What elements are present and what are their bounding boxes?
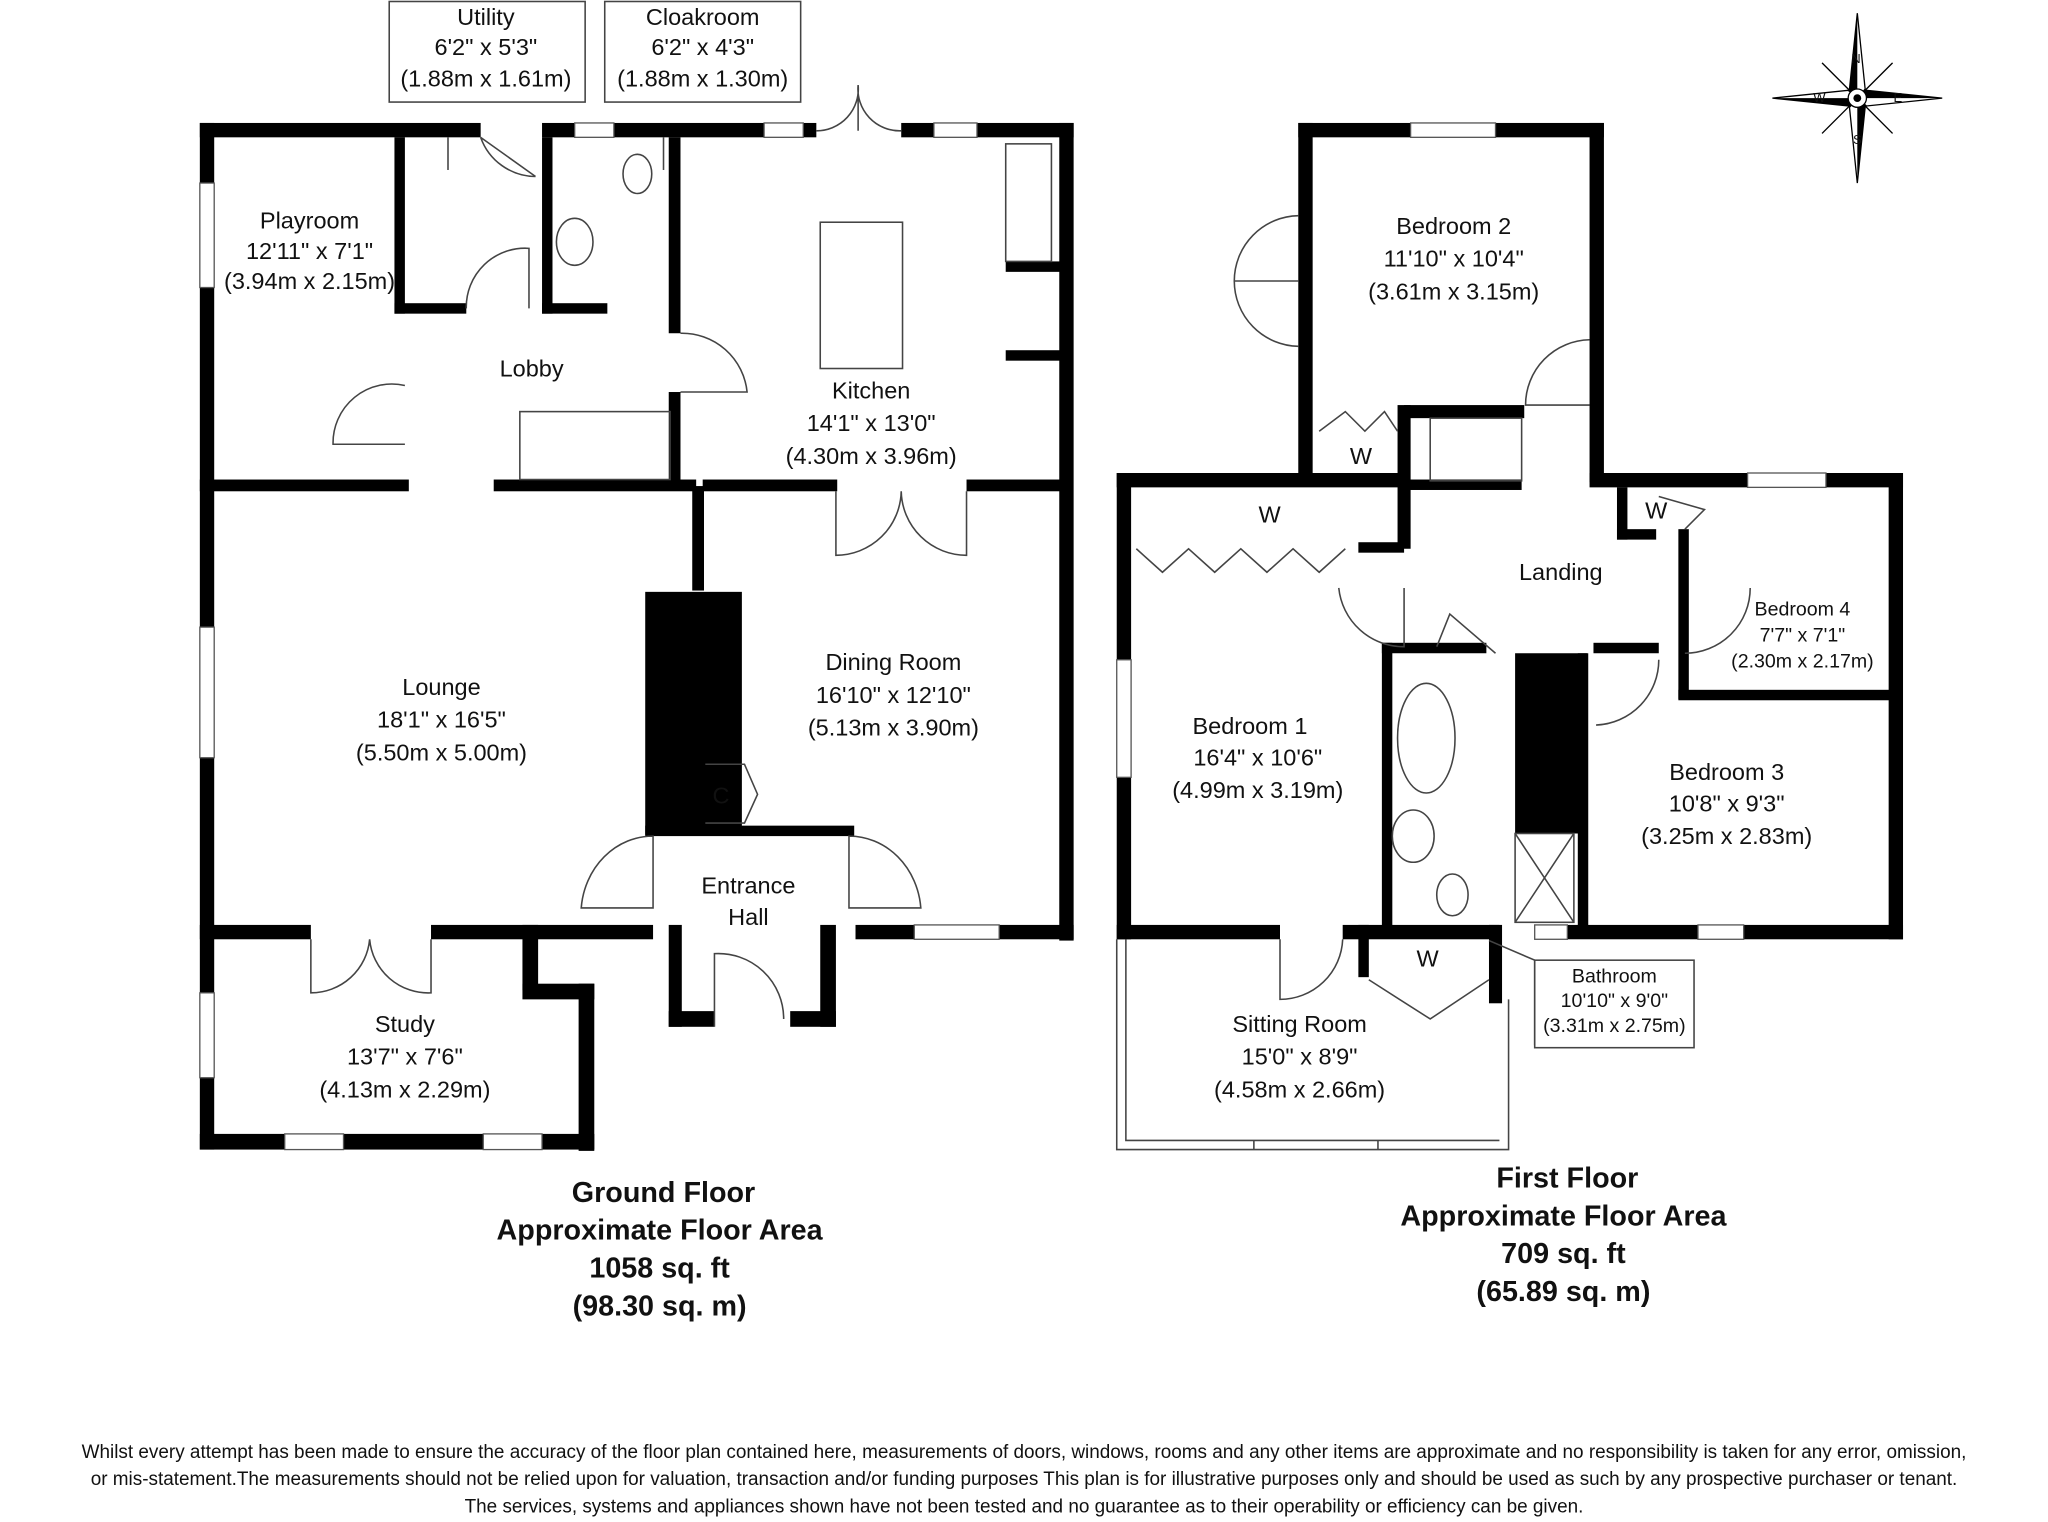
wardrobe-label: W <box>1258 502 1281 528</box>
cupboard-label: C <box>712 782 729 808</box>
utility-imperial: 6'2" x 5'3" <box>435 34 538 60</box>
cloakroom-label-box <box>603 0 802 103</box>
entrance-name: Entrance <box>701 873 795 899</box>
sitting-metric: (4.58m x 2.66m) <box>1214 1076 1385 1102</box>
bedroom4-imperial: 7'7" x 7'1" <box>1760 624 1846 646</box>
bedroom2-name: Bedroom 2 <box>1396 213 1511 239</box>
bedroom4-metric: (2.30m x 2.17m) <box>1731 651 1874 673</box>
study-metric: (4.13m x 2.29m) <box>319 1076 490 1102</box>
dining-metric: (5.13m x 3.90m) <box>808 715 979 741</box>
lounge-name: Lounge <box>402 674 480 700</box>
utility-label-box <box>388 0 586 103</box>
first-floor-area-sqm: (65.89 sq. m) <box>1476 1276 1650 1308</box>
bedroom1-metric: (4.99m x 3.19m) <box>1172 777 1343 803</box>
lounge-imperial: 18'1" x 16'5" <box>377 707 506 733</box>
study-imperial: 13'7" x 7'6" <box>347 1044 463 1070</box>
playroom-imperial: 12'11" x 7'1" <box>246 238 373 264</box>
disclaimer-line-3: The services, systems and appliances sho… <box>465 1497 1584 1518</box>
compass-n: N <box>1851 51 1860 66</box>
lobby-name: Lobby <box>500 355 564 381</box>
utility-metric: (1.88m x 1.61m) <box>400 65 571 91</box>
sitting-imperial: 15'0" x 8'9" <box>1242 1044 1358 1070</box>
bedroom1-name: Bedroom 1 <box>1192 713 1307 739</box>
ground-floor-area-label: Approximate Floor Area <box>497 1215 824 1247</box>
compass-w: W <box>1813 90 1826 105</box>
cloakroom-metric: (1.88m x 1.30m) <box>617 65 788 91</box>
wardrobe-label: W <box>1645 498 1668 524</box>
bedroom4-name: Bedroom 4 <box>1755 598 1851 620</box>
bedroom2-imperial: 11'10" x 10'4" <box>1384 246 1524 272</box>
disclaimer-line-2: or mis-statement.The measurements should… <box>91 1469 1958 1490</box>
first-floor-title: First Floor <box>1496 1162 1638 1194</box>
playroom-metric: (3.94m x 2.15m) <box>224 268 395 294</box>
first-floor-plan <box>1115 122 1904 1151</box>
first-floor-area-label: Approximate Floor Area <box>1400 1200 1727 1232</box>
bathroom-imperial: 10'10" x 9'0" <box>1561 990 1668 1012</box>
compass-e: E <box>1893 90 1902 105</box>
wardrobe-label: W <box>1350 443 1373 469</box>
playroom-name: Playroom <box>260 208 359 234</box>
lounge-metric: (5.50m x 5.00m) <box>356 739 527 765</box>
bedroom3-metric: (3.25m x 2.83m) <box>1641 823 1812 849</box>
study-name: Study <box>375 1011 435 1037</box>
bedroom1-imperial: 16'4" x 10'6" <box>1193 745 1322 771</box>
hall-name: Hall <box>728 904 768 930</box>
bedroom3-imperial: 10'8" x 9'3" <box>1669 790 1785 816</box>
compass-rose-icon: N S E W <box>1772 13 1943 184</box>
ground-floor-title: Ground Floor <box>572 1177 755 1209</box>
bathroom-metric: (3.31m x 2.75m) <box>1543 1015 1686 1037</box>
ground-floor-area-sqm: (98.30 sq. m) <box>573 1290 747 1322</box>
bedroom2-metric: (3.61m x 3.15m) <box>1368 278 1539 304</box>
kitchen-name: Kitchen <box>832 378 910 404</box>
compass-s: S <box>1853 132 1862 147</box>
cloakroom-imperial: 6'2" x 4'3" <box>651 34 754 60</box>
cloakroom-name: Cloakroom <box>646 4 760 30</box>
dining-imperial: 16'10" x 12'10" <box>816 682 971 708</box>
bathroom-name: Bathroom <box>1572 965 1657 987</box>
disclaimer-line-1: Whilst every attempt has been made to en… <box>82 1442 1967 1463</box>
sitting-name: Sitting Room <box>1232 1011 1367 1037</box>
landing-name: Landing <box>1519 559 1603 585</box>
wardrobe-label: W <box>1416 946 1439 972</box>
bathroom-label-box <box>1533 959 1695 1049</box>
kitchen-imperial: 14'1" x 13'0" <box>807 410 936 436</box>
first-floor-area-sqft: 709 sq. ft <box>1501 1238 1626 1270</box>
utility-name: Utility <box>457 4 515 30</box>
kitchen-metric: (4.30m x 3.96m) <box>786 443 957 469</box>
ground-floor-plan <box>199 85 1074 1151</box>
bedroom3-name: Bedroom 3 <box>1669 759 1784 785</box>
ground-floor-area-sqft: 1058 sq. ft <box>589 1253 730 1285</box>
dining-name: Dining Room <box>825 649 961 675</box>
